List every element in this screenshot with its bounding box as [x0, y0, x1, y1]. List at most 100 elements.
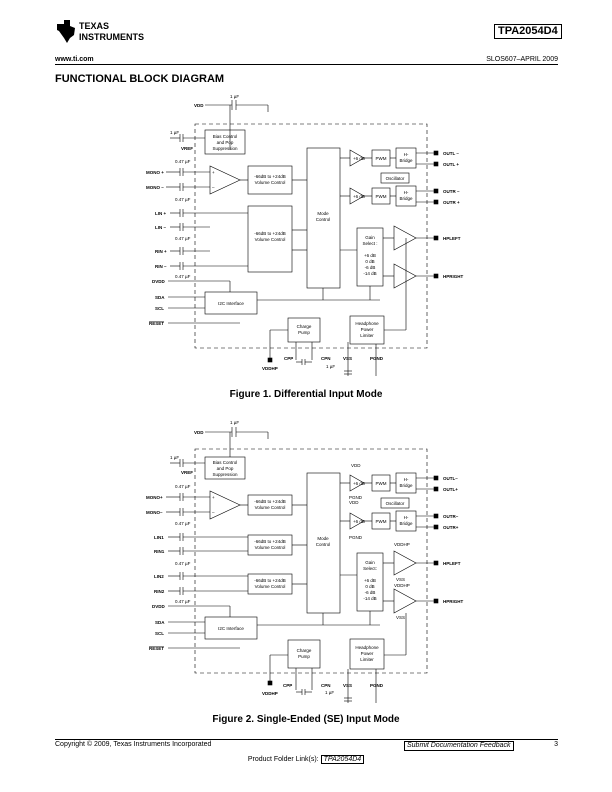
mono-preamp-triangle: [209, 490, 241, 520]
svg-text:Bridge: Bridge: [399, 521, 413, 526]
svg-text:0.47 µF: 0.47 µF: [175, 159, 191, 164]
svg-text:Power: Power: [361, 327, 374, 332]
svg-text:Mode: Mode: [317, 211, 329, 216]
figure1-diagram: VDD 1 µF 1 µF VREF Bias Control and Pop …: [146, 94, 464, 376]
chip-boundary: [194, 123, 428, 349]
figure1-caption: Figure 1. Differential Input Mode: [229, 389, 383, 400]
hpright-amp: [393, 263, 417, 289]
svg-text:Volume Control: Volume Control: [255, 545, 286, 550]
svg-text:1 µF: 1 µF: [230, 420, 239, 425]
headphone-power-limiter: [349, 638, 385, 670]
texas-state-logo-icon: [57, 20, 75, 43]
vref-label: VREF: [181, 146, 193, 151]
svg-text:Pump: Pump: [298, 654, 310, 659]
svg-text:VSS: VSS: [396, 615, 405, 620]
svg-text:-66dB to +24dB: -66dB to +24dB: [254, 499, 285, 504]
svg-text:1 µF: 1 µF: [230, 94, 239, 99]
chip-boundary: [194, 448, 428, 674]
svg-text:H-: H-: [404, 190, 409, 195]
svg-text:VSS: VSS: [343, 683, 352, 688]
svg-text:Control: Control: [316, 542, 331, 547]
submit-feedback-link[interactable]: Submit Documentation Feedback: [404, 741, 514, 751]
svg-text:Headphone: Headphone: [355, 321, 379, 326]
company-line2: INSTRUMENTS: [79, 32, 144, 42]
svg-text:+6 dB: +6 dB: [353, 481, 365, 486]
svg-text:Bridge: Bridge: [399, 483, 413, 488]
svg-text:1 µF: 1 µF: [325, 690, 334, 695]
hpright-label: HPRIGHT: [443, 274, 464, 279]
svg-text:Oscillator: Oscillator: [386, 176, 405, 181]
oscillator-block: [380, 497, 410, 509]
svg-text:PWM: PWM: [376, 519, 387, 524]
product-folder-link[interactable]: TPA2054D4: [320, 755, 365, 764]
hpleft-amp: [393, 550, 417, 576]
svg-text:Volume Control: Volume Control: [255, 505, 286, 510]
mono-minus-label: MONO –: [146, 185, 164, 190]
site-url[interactable]: www.ti.com: [55, 56, 94, 63]
svg-text:Volume Control: Volume Control: [255, 180, 286, 185]
lin-minus-label: LIN –: [155, 225, 166, 230]
svg-text:PGND: PGND: [370, 356, 384, 361]
page-number: 3: [554, 741, 558, 748]
svg-text:VDD: VDD: [349, 500, 359, 505]
svg-text:Mode: Mode: [317, 536, 329, 541]
svg-text:VDD: VDD: [194, 430, 204, 435]
svg-text:SDA: SDA: [155, 620, 165, 625]
svg-text:and Pop: and Pop: [217, 140, 234, 145]
svg-text:VREF: VREF: [181, 470, 193, 475]
svg-text:1 µF: 1 µF: [326, 364, 335, 369]
svg-text:PGND: PGND: [370, 683, 384, 688]
svg-text:Oscillator: Oscillator: [386, 501, 405, 506]
vdd-label: VDD: [194, 103, 204, 108]
copyright-text: Copyright © 2009, Texas Instruments Inco…: [55, 741, 212, 748]
svg-text:and Pop: and Pop: [217, 466, 234, 471]
charge-pump-block: [287, 639, 321, 669]
svg-text:0.47 µF: 0.47 µF: [175, 274, 191, 279]
svg-text:0.47 µF: 0.47 µF: [175, 197, 191, 202]
svg-text:Bridge: Bridge: [399, 196, 413, 201]
svg-text:-14 dB: -14 dB: [363, 596, 376, 601]
svg-text:-66dB to +24dB: -66dB to +24dB: [254, 174, 285, 179]
svg-text:0.47 µF: 0.47 µF: [175, 484, 191, 489]
svg-text:PGND: PGND: [349, 535, 363, 540]
svg-text:VDD: VDD: [351, 463, 361, 468]
svg-text:Bridge: Bridge: [399, 158, 413, 163]
vddhp-label: VDDHP: [262, 366, 278, 371]
ti-logo: TEXAS INSTRUMENTS: [57, 20, 144, 43]
svg-text:VDDHP: VDDHP: [394, 583, 410, 588]
svg-text:Bias Control: Bias Control: [213, 134, 238, 139]
hpleft-label: HPLEFT: [443, 236, 461, 241]
svg-text:Limiter: Limiter: [360, 657, 374, 662]
svg-text:OUTL–: OUTL–: [443, 476, 458, 481]
svg-text:+6 dB: +6 dB: [364, 253, 376, 258]
svg-text:CPN: CPN: [321, 683, 331, 688]
svg-text:RESET: RESET: [149, 646, 164, 651]
outl-minus-label: OUTL –: [443, 151, 459, 156]
svg-text:-66dB to +24dB: -66dB to +24dB: [254, 539, 285, 544]
svg-text:CPN: CPN: [321, 356, 331, 361]
i2c-interface-block: [204, 616, 258, 640]
bias-control-block: [204, 129, 246, 155]
svg-text:0 dB: 0 dB: [365, 584, 374, 589]
svg-text:PWM: PWM: [376, 156, 387, 161]
svg-text:VDDHP: VDDHP: [394, 542, 410, 547]
svg-text:VSS: VSS: [396, 577, 405, 582]
product-folder-links: Product Folder Link(s): TPA2054D4: [0, 755, 612, 764]
svg-text:–: –: [212, 185, 215, 190]
i2c-interface-block: [204, 291, 258, 315]
dvdd-label: DVDD: [152, 279, 166, 284]
outr-plus-label: OUTR +: [443, 200, 460, 205]
svg-text:Pump: Pump: [298, 330, 310, 335]
svg-text:Charge: Charge: [297, 648, 312, 653]
svg-text:H-: H-: [404, 515, 409, 520]
svg-text:0.47 µF: 0.47 µF: [175, 599, 191, 604]
mono-preamp-triangle: [209, 165, 241, 195]
svg-text:Headphone: Headphone: [355, 645, 379, 650]
svg-text:Power: Power: [361, 651, 374, 656]
company-line1: TEXAS: [79, 21, 109, 31]
bias-control-block: [204, 456, 246, 480]
svg-text:Suppression: Suppression: [212, 472, 238, 477]
folder-links-prefix: Product Folder Link(s):: [247, 756, 321, 763]
svg-text:OUTR–: OUTR–: [443, 514, 459, 519]
svg-text:DVDD: DVDD: [152, 604, 166, 609]
